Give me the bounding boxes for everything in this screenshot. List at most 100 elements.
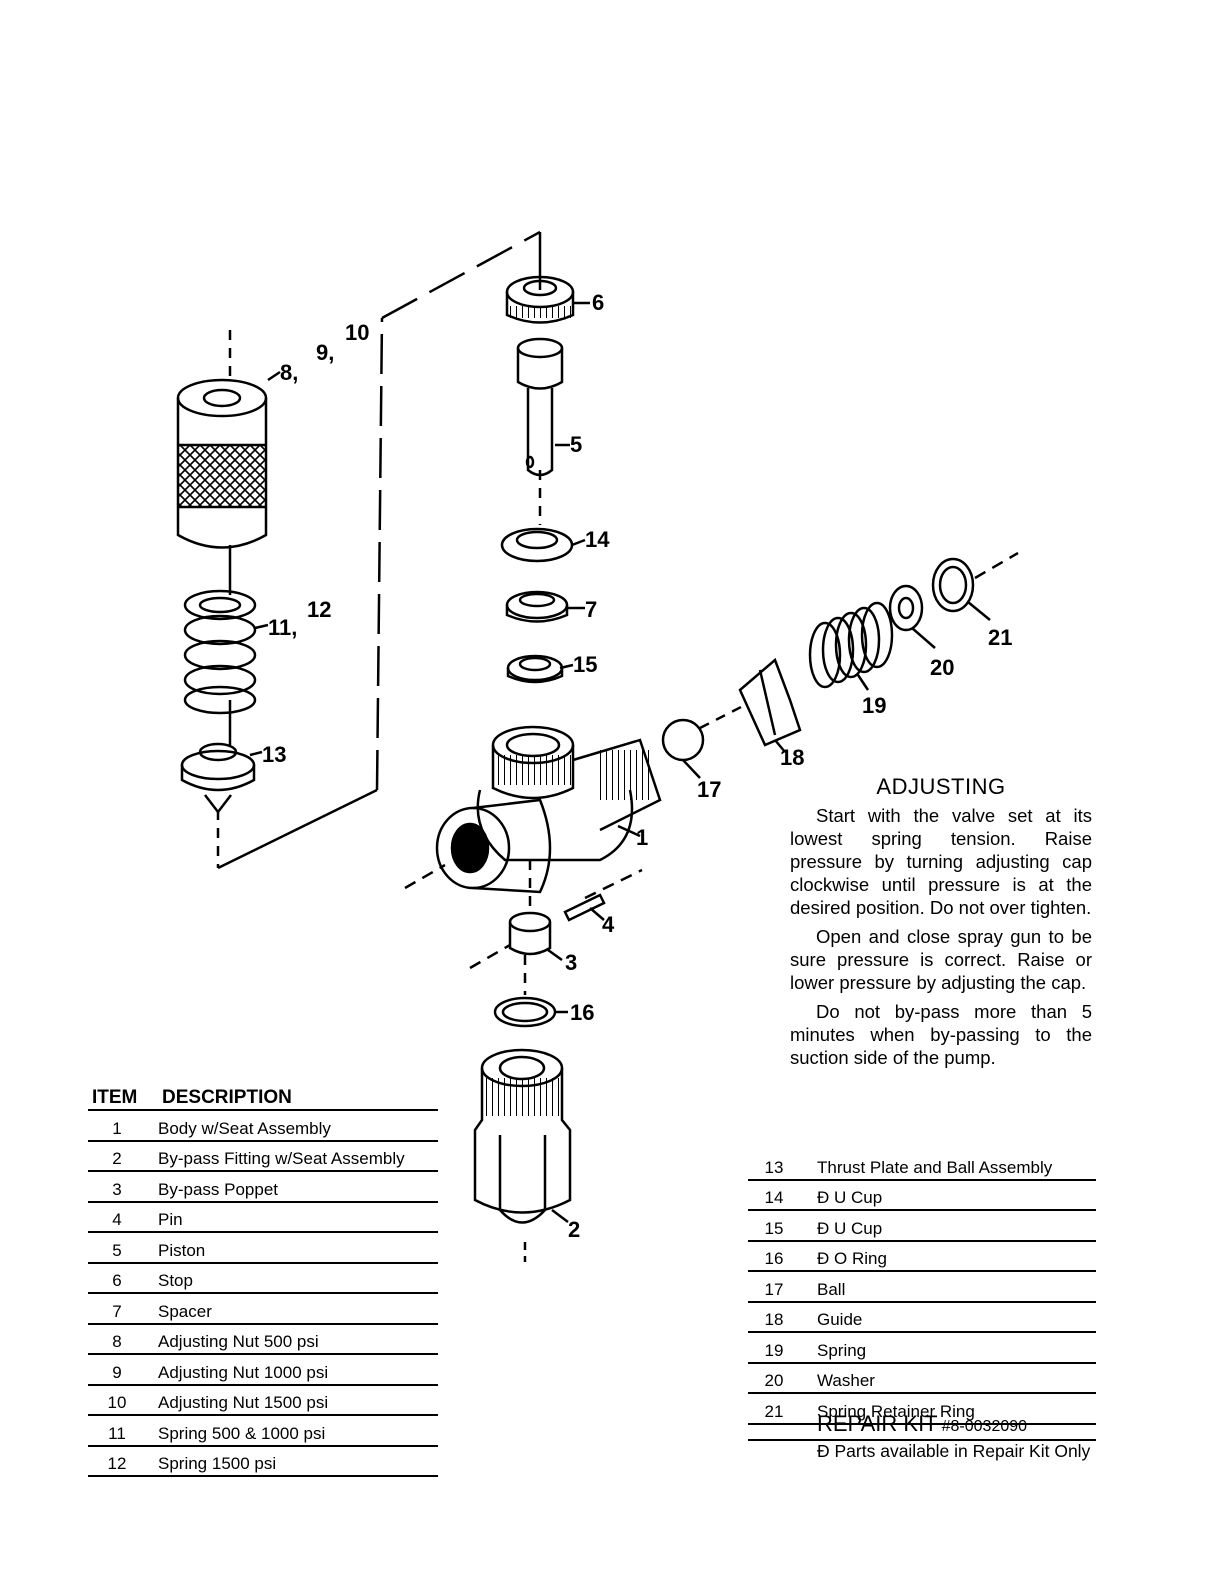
item-description: Stop bbox=[158, 1271, 193, 1290]
table-row: 14 Ð U Cup bbox=[748, 1181, 1096, 1211]
item-description: Adjusting Nut 1500 psi bbox=[158, 1393, 329, 1412]
item-description: Body w/Seat Assembly bbox=[158, 1118, 331, 1138]
callout-3: 3 bbox=[565, 950, 577, 975]
table-row: 10 Adjusting Nut 1500 psi bbox=[88, 1386, 438, 1416]
item-number: 16 bbox=[764, 1249, 784, 1268]
item-description: Thrust Plate and Ball Assembly bbox=[817, 1157, 1053, 1177]
callout-6: 6 bbox=[592, 290, 604, 315]
callout-8: 8, bbox=[280, 360, 298, 385]
item-number: 3 bbox=[112, 1179, 122, 1199]
item-number: 21 bbox=[764, 1401, 784, 1421]
parts-table-left: ITEM DESCRIPTION 1 Body w/Seat Assembly 2… bbox=[88, 1081, 438, 1477]
callout-2: 2 bbox=[568, 1217, 580, 1242]
item-description: Ball bbox=[817, 1279, 846, 1299]
callout-11: 11, bbox=[268, 615, 297, 640]
item-description: Spring bbox=[817, 1340, 867, 1360]
callout-16: 16 bbox=[570, 1000, 594, 1025]
item-description: Piston bbox=[158, 1240, 206, 1260]
callout-17: 17 bbox=[697, 777, 721, 802]
table-row: 18 Guide bbox=[748, 1303, 1096, 1333]
item-number: 10 bbox=[107, 1393, 127, 1412]
item-number: 12 bbox=[107, 1454, 127, 1473]
item-description: Ð U Cup bbox=[817, 1188, 883, 1207]
item-number: 17 bbox=[764, 1279, 784, 1299]
item-description: Washer bbox=[817, 1371, 875, 1390]
item-number: 19 bbox=[764, 1340, 784, 1360]
item-description: Ð O Ring bbox=[817, 1249, 887, 1268]
table-row: 20 Washer bbox=[748, 1364, 1096, 1394]
callout-15: 15 bbox=[573, 652, 597, 677]
table-row: 15 Ð U Cup bbox=[748, 1211, 1096, 1242]
item-number: 5 bbox=[112, 1240, 122, 1260]
table-row: 5 Piston bbox=[88, 1233, 438, 1264]
adjusting-paragraph: Start with the valve set at its lowest s… bbox=[790, 805, 1092, 918]
item-description: Adjusting Nut 1000 psi bbox=[158, 1362, 329, 1382]
item-description: By-pass Fitting w/Seat Assembly bbox=[158, 1149, 405, 1168]
table-row: 17 Ball bbox=[748, 1272, 1096, 1303]
callout-20: 20 bbox=[930, 655, 954, 680]
parts-table-right: 13 Thrust Plate and Ball Assembly 14 Ð U C… bbox=[748, 1150, 1096, 1425]
item-number: 6 bbox=[112, 1271, 122, 1290]
item-number: 11 bbox=[108, 1423, 126, 1443]
table-row: 6 Stop bbox=[88, 1264, 438, 1294]
table-row: 11 Spring 500 & 1000 psi bbox=[88, 1416, 438, 1447]
callout-10: 10 bbox=[345, 320, 369, 345]
item-description: Spring 500 & 1000 psi bbox=[158, 1423, 326, 1443]
repair-kit-number: #8-0032090 bbox=[941, 1418, 1028, 1435]
table-row: 21 Spring Retainer Ring bbox=[748, 1394, 1096, 1425]
item-description: Guide bbox=[817, 1310, 863, 1329]
callout-5: 5 bbox=[570, 432, 582, 457]
item-description: Pin bbox=[158, 1210, 183, 1229]
callout-4: 4 bbox=[602, 912, 615, 937]
parts-table-header: ITEM DESCRIPTION bbox=[88, 1081, 438, 1111]
adjusting-title: ADJUSTING bbox=[876, 774, 1006, 799]
adjusting-paragraph: Do not by-pass more than 5 minutes when … bbox=[790, 1001, 1092, 1068]
callout-13: 13 bbox=[262, 742, 286, 767]
item-description: By-pass Poppet bbox=[158, 1179, 279, 1199]
table-row: 7 Spacer bbox=[88, 1294, 438, 1325]
callout-1: 1 bbox=[636, 825, 648, 850]
adjusting-paragraph: Open and close spray gun to be sure pres… bbox=[790, 926, 1092, 993]
description-header: DESCRIPTION bbox=[162, 1087, 292, 1108]
item-header: ITEM bbox=[92, 1087, 138, 1108]
table-row: 2 By-pass Fitting w/Seat Assembly bbox=[88, 1142, 438, 1172]
item-description: Spacer bbox=[158, 1301, 212, 1321]
table-row: 8 Adjusting Nut 500 psi bbox=[88, 1325, 438, 1355]
callout-7: 7 bbox=[585, 597, 597, 622]
item-description: Adjusting Nut 500 psi bbox=[158, 1332, 319, 1351]
table-row: 4 Pin bbox=[88, 1203, 438, 1233]
callout-9: 9, bbox=[316, 340, 334, 365]
adjusting-instructions: ADJUSTING Start with the valve set at it… bbox=[790, 775, 1092, 1075]
table-row: 13 Thrust Plate and Ball Assembly bbox=[748, 1150, 1096, 1181]
table-row: 9 Adjusting Nut 1000 psi bbox=[88, 1355, 438, 1386]
callout-labels: 10 9, 8, 6 5 14 7 15 12 11, 13 1 4 3 16 … bbox=[262, 290, 1012, 1242]
item-number: 15 bbox=[764, 1218, 784, 1238]
item-number: 1 bbox=[112, 1118, 122, 1138]
item-number: 4 bbox=[112, 1210, 122, 1229]
repair-kit-note: Ð Parts available in Repair Kit Only bbox=[817, 1441, 1091, 1461]
item-description: Ð U Cup bbox=[817, 1218, 883, 1238]
table-row: 19 Spring bbox=[748, 1333, 1096, 1364]
item-number: 8 bbox=[112, 1332, 122, 1351]
item-number: 7 bbox=[112, 1301, 122, 1321]
item-number: 14 bbox=[764, 1188, 784, 1207]
callout-12: 12 bbox=[307, 597, 331, 622]
callout-18: 18 bbox=[780, 745, 804, 770]
item-number: 2 bbox=[112, 1149, 122, 1168]
repair-kit-label: REPAIR KIT#8-0032090 bbox=[817, 1411, 1027, 1437]
item-number: 13 bbox=[764, 1157, 784, 1177]
callout-21: 21 bbox=[988, 625, 1012, 650]
repair-kit-row: REPAIR KIT#8-0032090 bbox=[748, 1411, 1096, 1441]
item-number: 20 bbox=[764, 1371, 784, 1390]
item-number: 18 bbox=[764, 1310, 784, 1329]
item-description: Spring Retainer Ring bbox=[817, 1401, 975, 1421]
callout-14: 14 bbox=[585, 527, 610, 552]
repair-kit-title: REPAIR KIT bbox=[817, 1411, 938, 1436]
table-row: 3 By-pass Poppet bbox=[88, 1172, 438, 1203]
item-number: 9 bbox=[112, 1362, 122, 1382]
table-row: 1 Body w/Seat Assembly bbox=[88, 1111, 438, 1142]
callout-19: 19 bbox=[862, 693, 886, 718]
table-row: 16 Ð O Ring bbox=[748, 1242, 1096, 1272]
